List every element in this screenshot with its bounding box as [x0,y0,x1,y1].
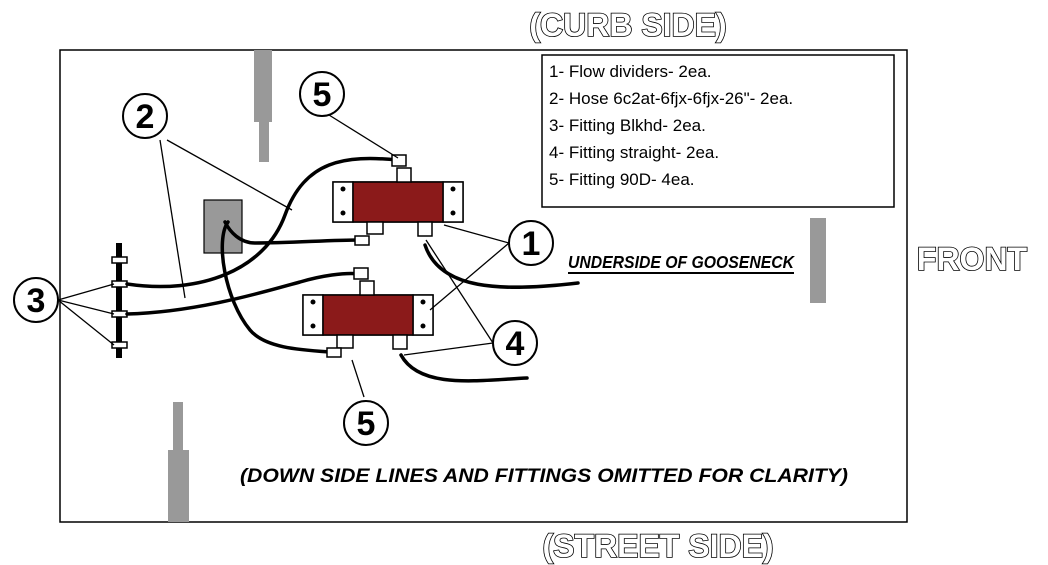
curb-side-label: (CURB SIDE) [529,7,726,43]
flow-divider-bottom [302,267,434,358]
legend-item-4: 4- Fitting straight- 2ea. [549,143,719,162]
street-side-label: (STREET SIDE) [542,528,773,564]
flow-divider-top [332,154,464,246]
leader-lines [57,114,510,398]
parts-legend: 1- Flow dividers- 2ea. 2- Hose 6c2at-6fj… [541,54,895,208]
front-label: FRONT [917,241,1028,277]
front-post [810,218,826,303]
gooseneck-outline [59,49,908,523]
callout-2: 2 [122,93,168,139]
callout-5-top: 5 [299,71,345,117]
post-top [254,50,272,162]
legend-item-1: 1- Flow dividers- 2ea. [549,62,712,81]
callout-1: 1 [508,220,554,266]
legend-item-2: 2- Hose 6c2at-6fjx-6fjx-26"- 2ea. [549,89,793,108]
post-bottom [168,402,189,522]
omitted-note: (DOWN SIDE LINES AND FITTINGS OMITTED FO… [240,466,848,487]
underside-label: UNDERSIDE OF GOOSENECK [568,252,795,272]
callout-5-bottom: 5 [343,400,389,446]
hoses [125,156,580,383]
bulkhead-bar [111,243,128,358]
legend-item-3: 3- Fitting Blkhd- 2ea. [549,116,706,135]
callout-2-number: 2 [136,98,155,136]
legend-item-5: 5- Fitting 90D- 4ea. [549,170,695,189]
callout-4-number: 4 [506,325,525,363]
callout-3: 3 [13,277,59,323]
callout-3-number: 3 [27,282,46,320]
callout-4: 4 [492,320,538,366]
callout-5-top-number: 5 [313,76,332,114]
callout-1-number: 1 [522,225,541,263]
callout-5-bottom-number: 5 [357,405,376,443]
